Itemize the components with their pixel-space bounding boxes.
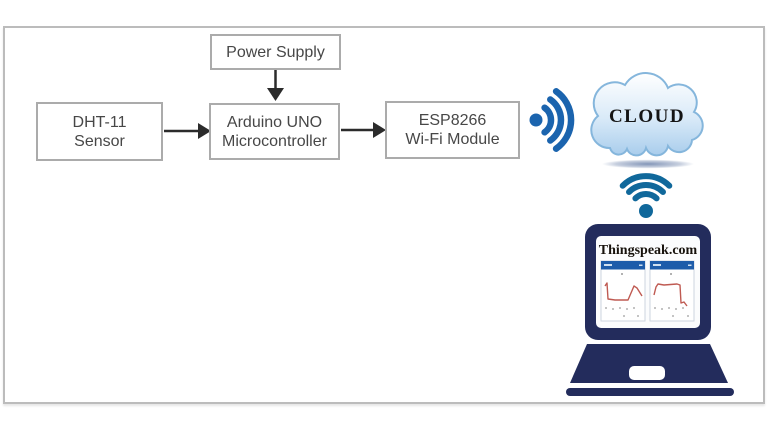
wifi-signal-right-icon [529,88,575,152]
wifi-icon [619,173,673,218]
block-dht11-line2: Sensor [74,132,125,150]
mini-chart-left [600,260,646,322]
cloud-label: CLOUD [609,106,685,127]
block-esp8266-line1: ESP8266 [418,112,487,129]
block-dht11-sensor: DHT-11 Sensor [36,102,163,161]
block-dht11-line1: DHT-11 [72,113,127,131]
arrow-arduino-to-esp8266 [341,122,386,138]
laptop-icon: Thingspeak.com [566,224,734,396]
arrow-power-to-arduino [267,70,284,101]
thingspeak-title: Thingspeak.com [599,243,698,258]
block-arduino-line2: Microcontroller [222,132,327,150]
laptop-trackpad-notch [629,366,665,380]
block-arduino-line1: Arduino UNO [226,113,323,131]
mini-chart-right [649,260,695,322]
laptop-base [570,344,728,383]
cloud-shape [590,72,704,157]
arrow-dht11-to-arduino [164,123,211,139]
cloud-icon: CLOUD [590,72,704,169]
block-power-supply-label: Power Supply [226,43,325,61]
block-power-supply: Power Supply [210,34,341,70]
laptop-base-bar [566,388,734,396]
cloud-shadow [602,159,694,169]
block-esp8266-line2: Wi-Fi Module [405,131,500,148]
block-arduino-uno: Arduino UNO Microcontroller [209,103,340,160]
block-esp8266: ESP8266 Wi-Fi Module [385,101,520,159]
